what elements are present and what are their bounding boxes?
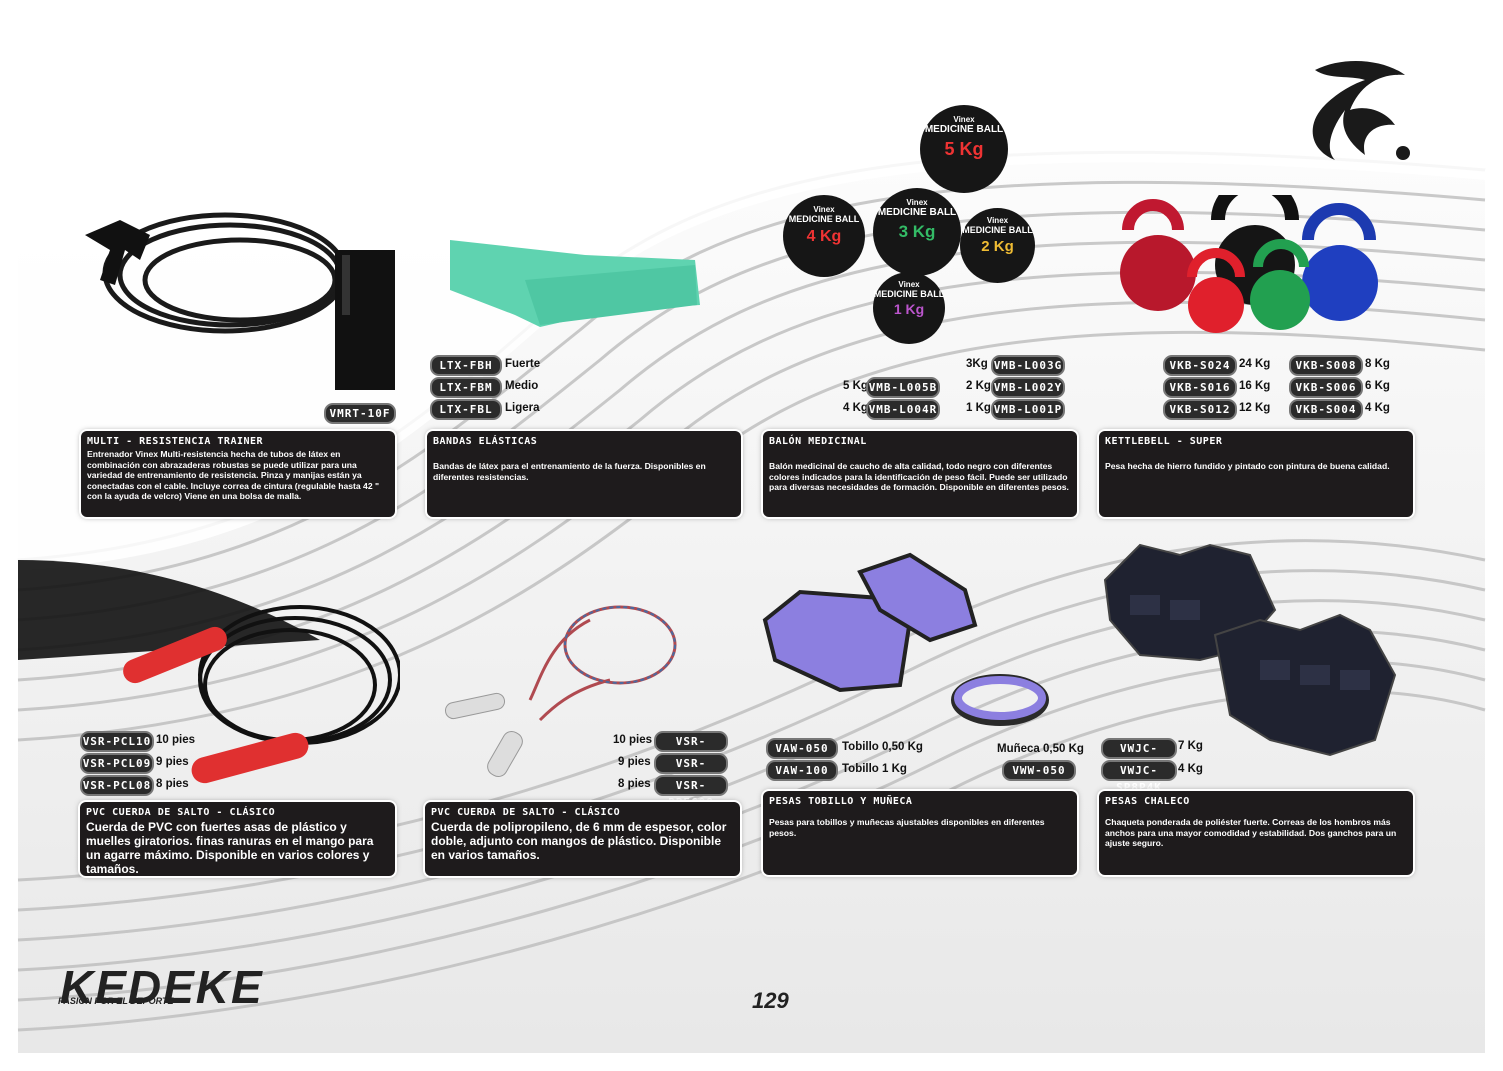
pvc-code-3: VSR-PCL08 bbox=[80, 775, 154, 796]
kb-left-label-1: 24 Kg bbox=[1239, 358, 1271, 370]
pp-label-2: 9 pies bbox=[618, 756, 651, 768]
pvc-label-2: 9 pies bbox=[156, 756, 189, 768]
pp-rope-title: PVC CUERDA DE SALTO - CLÁSICO bbox=[431, 807, 621, 818]
kettlebell-card: KETTLEBELL - SUPER Pesa hecha de hierro … bbox=[1099, 431, 1413, 517]
pvc-label-3: 8 pies bbox=[156, 778, 189, 790]
ankle-card: PESAS TOBILLO Y MUÑECA Pesas para tobill… bbox=[763, 791, 1077, 875]
ball-2kg: Vinex MEDICINE BALL 2 Kg bbox=[960, 208, 1035, 283]
wrist-code: VWW-050 bbox=[1002, 760, 1076, 781]
pp-rope-card: PVC CUERDA DE SALTO - CLÁSICO Cuerda de … bbox=[425, 802, 740, 876]
pp-rope-image bbox=[444, 605, 677, 777]
ankle-code-1: VAW-050 bbox=[766, 738, 838, 759]
ball-5kg: Vinex MEDICINE BALL 5 Kg bbox=[920, 105, 1008, 193]
bands-title: BANDAS ELÁSTICAS bbox=[433, 436, 538, 447]
page-number: 129 bbox=[752, 988, 789, 1013]
kb-left-code-3: VKB-S012 bbox=[1163, 399, 1237, 420]
pp-label-1: 10 pies bbox=[613, 734, 652, 746]
ankle-desc: Pesas para tobillos y muñecas ajustables… bbox=[769, 817, 1045, 838]
multi-title: MULTI - RESISTENCIA TRAINER bbox=[87, 436, 264, 447]
multi-trainer-image bbox=[85, 212, 395, 390]
medicine-desc: Balón medicinal de caucho de alta calida… bbox=[769, 461, 1069, 492]
pp-code-2: VSR-PPEC09 bbox=[654, 753, 728, 787]
ball-right-label-3: 1 Kg bbox=[966, 402, 991, 414]
ball-left-label-2: 4 Kg bbox=[843, 402, 868, 414]
ball-4kg: Vinex MEDICINE BALL 4 Kg bbox=[783, 195, 865, 277]
band-code-2: LTX-FBM bbox=[430, 377, 502, 398]
vest-code-1: VWJC-PR15P7K bbox=[1101, 738, 1177, 772]
kb-left-code-2: VKB-S016 bbox=[1163, 377, 1237, 398]
kettlebell-desc: Pesa hecha de hierro fundido y pintado c… bbox=[1105, 461, 1390, 471]
vest-label-1: 7 Kg bbox=[1178, 740, 1203, 752]
multi-desc: Entrenador Vinex Multi-resistencia hecha… bbox=[87, 449, 380, 501]
band-code-1: LTX-FBH bbox=[430, 355, 502, 376]
ankle-title: PESAS TOBILLO Y MUÑECA bbox=[769, 796, 913, 807]
vest-card: PESAS CHALECO Chaqueta ponderada de poli… bbox=[1099, 791, 1413, 875]
ball-right-code-3: VMB-L001P bbox=[991, 399, 1065, 420]
ankle-code-2: VAW-100 bbox=[766, 760, 838, 781]
kb-left-code-1: VKB-S024 bbox=[1163, 355, 1237, 376]
vest-image bbox=[1103, 543, 1397, 757]
kb-right-label-1: 8 Kg bbox=[1365, 358, 1390, 370]
vest-label-2: 4 Kg bbox=[1178, 763, 1203, 775]
kb-right-code-2: VKB-S006 bbox=[1289, 377, 1363, 398]
multi-card: MULTI - RESISTENCIA TRAINER Entrenador V… bbox=[81, 431, 395, 517]
band-label-1: Fuerte bbox=[505, 358, 541, 370]
bands-image bbox=[450, 240, 700, 327]
kettlebells-image bbox=[1120, 195, 1378, 333]
band-label-2: Medio bbox=[505, 380, 539, 392]
kb-right-label-3: 4 Kg bbox=[1365, 402, 1390, 414]
ball-left-code-1: VMB-L005B bbox=[866, 377, 940, 398]
ankle-label-1: Tobillo 0,50 Kg bbox=[842, 741, 923, 753]
pp-rope-desc: Cuerda de polipropileno, de 6 mm de espe… bbox=[431, 820, 727, 862]
vest-code-2: VWJC-SP8P4K bbox=[1101, 760, 1177, 794]
ball-right-code-2: VMB-L002Y bbox=[991, 377, 1065, 398]
kettlebell-title: KETTLEBELL - SUPER bbox=[1105, 436, 1223, 447]
ball-left-code-2: VMB-L004R bbox=[866, 399, 940, 420]
medicine-title: BALÓN MEDICINAL bbox=[769, 436, 867, 447]
pvc-rope-desc: Cuerda de PVC con fuertes asas de plásti… bbox=[86, 820, 374, 876]
bands-card: BANDAS ELÁSTICAS Bandas de látex para el… bbox=[427, 431, 741, 517]
ball-1kg: Vinex MEDICINE BALL 1 Kg bbox=[873, 272, 945, 344]
multi-code: VMRT-10F bbox=[324, 403, 396, 424]
band-label-3: Ligera bbox=[505, 402, 540, 414]
ankle-weights-image bbox=[762, 552, 1049, 726]
pvc-rope-image bbox=[123, 605, 400, 784]
kb-right-label-2: 6 Kg bbox=[1365, 380, 1390, 392]
vest-desc: Chaqueta ponderada de poliéster fuerte. … bbox=[1105, 817, 1397, 848]
pvc-label-1: 10 pies bbox=[156, 734, 195, 746]
vest-title: PESAS CHALECO bbox=[1105, 796, 1190, 807]
ball-3kg: Vinex MEDICINE BALL 3 Kg bbox=[873, 188, 961, 276]
wrist-label: Muñeca 0,50 Kg bbox=[997, 743, 1084, 755]
kb-left-label-3: 12 Kg bbox=[1239, 402, 1271, 414]
pp-label-3: 8 pies bbox=[618, 778, 651, 790]
bands-desc: Bandas de látex para el entrenamiento de… bbox=[433, 461, 706, 482]
pp-code-3: VSR-PPEC08 bbox=[654, 775, 728, 809]
brand-logo: KEDEKE bbox=[60, 961, 264, 1013]
medicine-card: BALÓN MEDICINAL Balón medicinal de cauch… bbox=[763, 431, 1077, 517]
pp-code-1: VSR-PPEC10 bbox=[654, 731, 728, 765]
pvc-rope-title: PVC CUERDA DE SALTO - CLÁSICO bbox=[86, 807, 276, 818]
pvc-rope-card: PVC CUERDA DE SALTO - CLÁSICO Cuerda de … bbox=[80, 802, 395, 876]
kedeke-k-logo bbox=[1312, 60, 1410, 161]
pvc-code-2: VSR-PCL09 bbox=[80, 753, 154, 774]
ball-right-label-1: 3Kg bbox=[966, 358, 988, 370]
kb-right-code-1: VKB-S008 bbox=[1289, 355, 1363, 376]
medicine-balls-image: Vinex MEDICINE BALL 5 Kg Vinex MEDICINE … bbox=[780, 100, 1080, 345]
pvc-code-1: VSR-PCL10 bbox=[80, 731, 154, 752]
ball-right-label-2: 2 Kg bbox=[966, 380, 991, 392]
ball-left-label-1: 5 Kg bbox=[843, 380, 868, 392]
ball-right-code-1: VMB-L003G bbox=[991, 355, 1065, 376]
ankle-label-2: Tobillo 1 Kg bbox=[842, 763, 907, 775]
band-code-3: LTX-FBL bbox=[430, 399, 502, 420]
kb-right-code-3: VKB-S004 bbox=[1289, 399, 1363, 420]
kb-left-label-2: 16 Kg bbox=[1239, 380, 1271, 392]
brand-slogan: PASIÓN POR EL DEPORTE bbox=[58, 996, 174, 1006]
